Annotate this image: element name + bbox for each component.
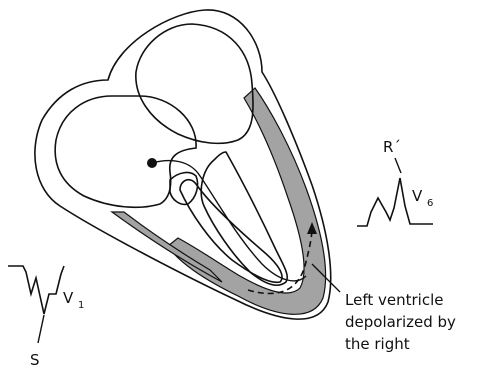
right-ventricle-wall (112, 212, 222, 282)
caption-line-3: the right (345, 335, 410, 353)
r-prime-leader-line (395, 158, 401, 173)
left-atrium-chamber (136, 24, 253, 143)
septum-tip (170, 173, 198, 205)
v1-letter: V (63, 289, 74, 307)
v6-letter: V (412, 187, 423, 205)
v6-subscript: 6 (427, 198, 433, 209)
v1-subscript: 1 (78, 300, 84, 311)
s-wave-leader-line (38, 315, 44, 343)
right-atrium-chamber (55, 96, 196, 207)
caption-line-2: depolarized by (345, 313, 456, 331)
v1-ecg-trace (8, 266, 64, 314)
sinoatrial-node-dot (147, 158, 157, 168)
v1-label: V 1 (63, 289, 84, 311)
caption-line-1: Left ventricle (345, 291, 443, 309)
s-wave-label: S (30, 351, 40, 369)
v6-label: V 6 (412, 187, 433, 209)
r-prime-label: R´ (383, 138, 401, 156)
